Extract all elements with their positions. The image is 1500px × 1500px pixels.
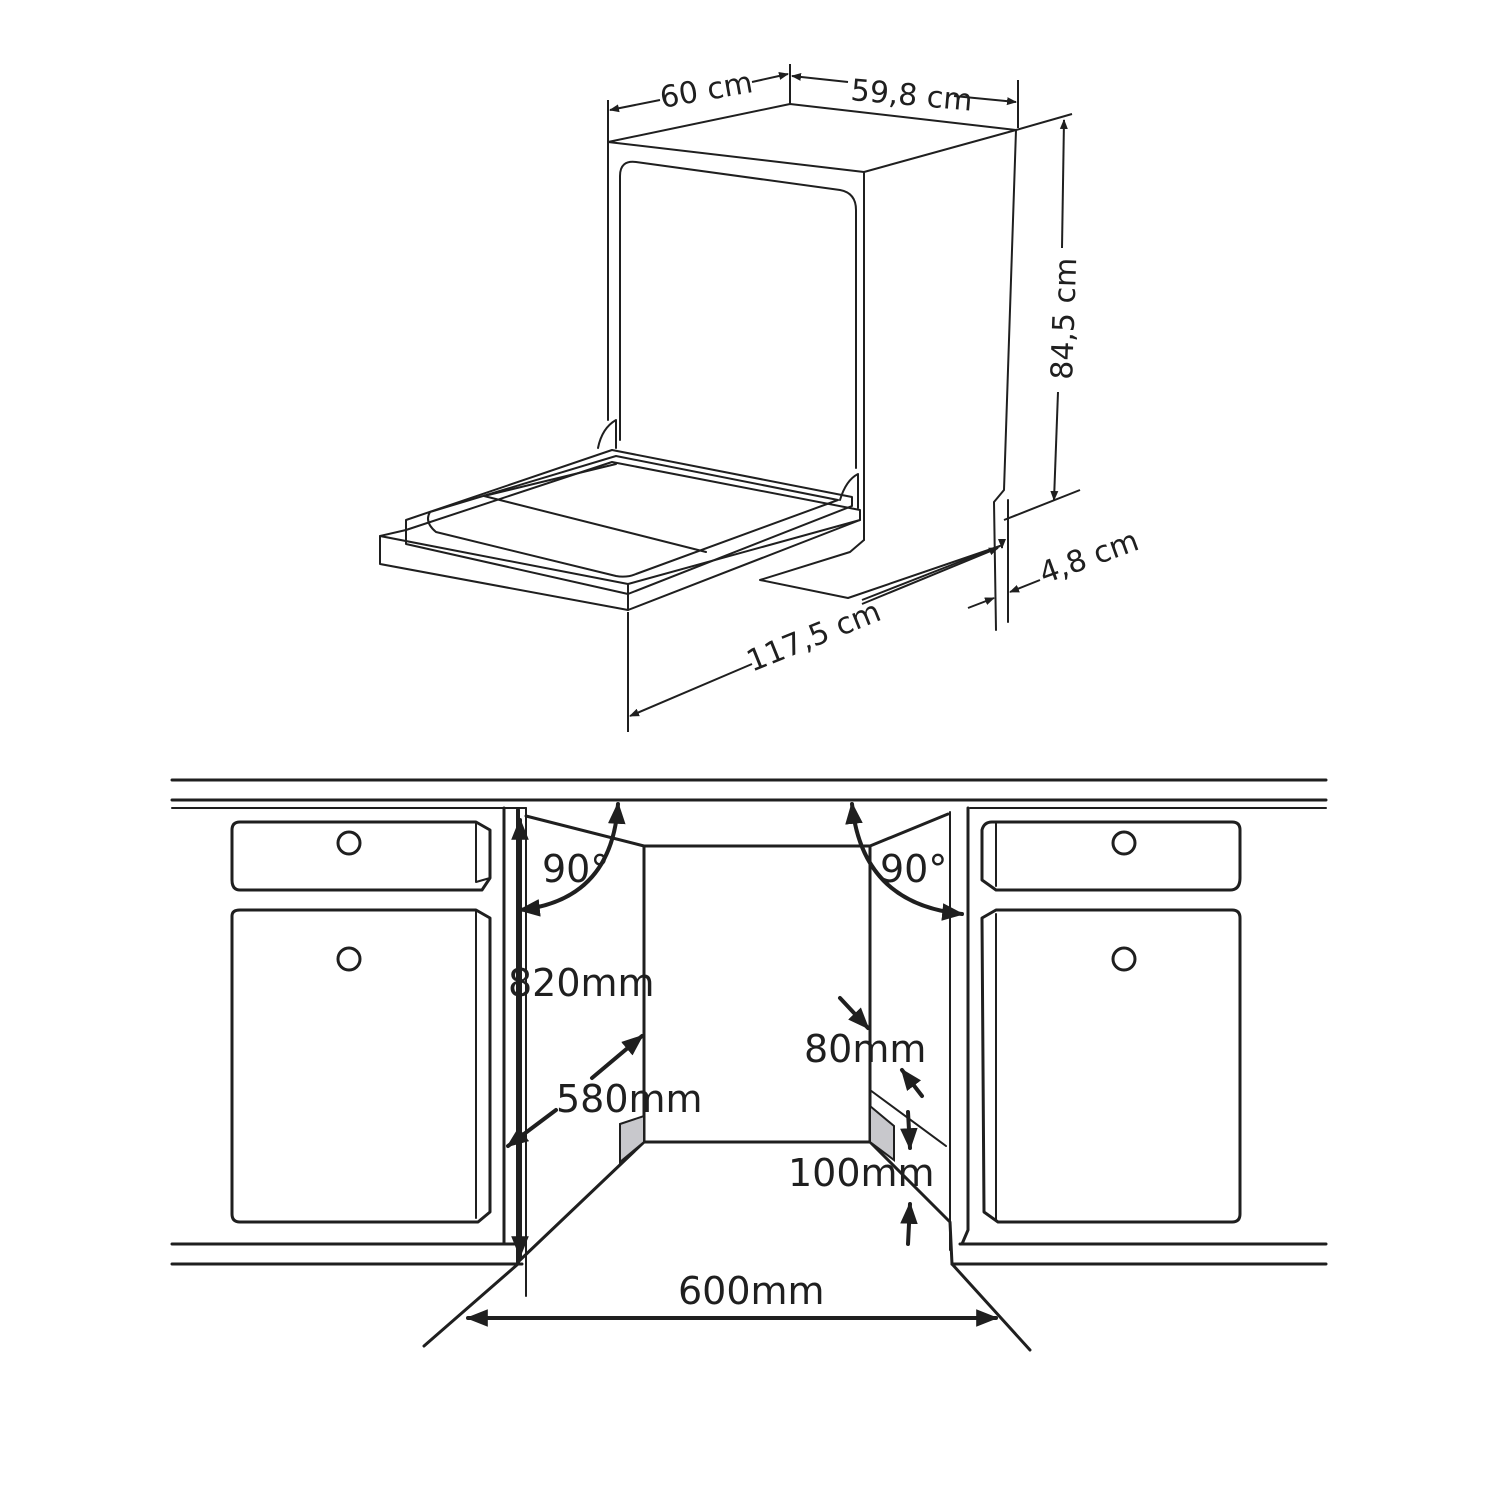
width-label: 59,8 cm xyxy=(849,73,974,119)
right-angle-indicator: 90° xyxy=(845,801,965,921)
left-angle-indicator: 90° xyxy=(517,801,626,917)
upper-gap-label: 80mm xyxy=(804,1027,926,1071)
cabinet-base xyxy=(759,539,1001,599)
floor-line-left xyxy=(422,1262,520,1348)
niche-ceiling-left xyxy=(524,814,646,848)
left-cabinet xyxy=(230,806,527,1297)
niche-floor-right xyxy=(868,1140,954,1266)
cabinet-front-frame xyxy=(607,141,865,541)
depth-label: 60 cm xyxy=(657,65,755,116)
door-panel xyxy=(405,449,853,595)
door-inner-tray xyxy=(427,455,839,578)
right-drawer-knob xyxy=(1111,830,1137,856)
niche-ceiling-right xyxy=(868,812,950,848)
left-angle-label: 90° xyxy=(542,847,609,891)
niche-floor-left xyxy=(516,1140,646,1264)
dim-lower-gap: 100mm xyxy=(788,1110,935,1246)
dim-width: 59,8 cm xyxy=(791,72,1019,128)
left-door-knob xyxy=(336,946,362,972)
niche-width-label: 600mm xyxy=(678,1269,825,1313)
dishwasher-drawing xyxy=(379,103,1017,631)
dim-height: 84,5 cm xyxy=(1003,113,1084,521)
left-foot-shade xyxy=(619,1114,645,1165)
right-foot-shade xyxy=(869,1103,895,1162)
dim-niche-depth: 580mm xyxy=(506,1034,703,1148)
dim-open-depth: 117,5 cm xyxy=(627,545,1001,732)
lower-gap-label: 100mm xyxy=(788,1151,935,1195)
right-hinge xyxy=(839,473,859,509)
door-inner-tray-line xyxy=(483,463,707,553)
right-cabinet xyxy=(949,806,1242,1251)
door-outer xyxy=(379,461,861,611)
dim-niche-height: 820mm xyxy=(508,817,655,1259)
dim-depth: 60 cm xyxy=(607,64,791,142)
cabinet-side xyxy=(993,129,1017,631)
niche-height-label: 820mm xyxy=(508,961,655,1005)
left-hinge xyxy=(597,419,617,449)
cabinet-opening xyxy=(619,160,857,469)
open-depth-label: 117,5 cm xyxy=(742,594,886,679)
foot-label: 4,8 cm xyxy=(1035,523,1144,591)
dim-upper-gap: 80mm xyxy=(804,996,926,1098)
niche-depth-label: 580mm xyxy=(556,1077,703,1121)
left-drawer-knob xyxy=(336,830,362,856)
height-label: 84,5 cm xyxy=(1045,257,1084,380)
dim-niche-width: 600mm xyxy=(465,1269,999,1327)
door-edge xyxy=(379,519,861,611)
floor-line-right xyxy=(950,1262,1032,1352)
right-angle-label: 90° xyxy=(880,847,947,891)
installation-drawing xyxy=(170,778,1328,1352)
right-door-knob xyxy=(1111,946,1137,972)
